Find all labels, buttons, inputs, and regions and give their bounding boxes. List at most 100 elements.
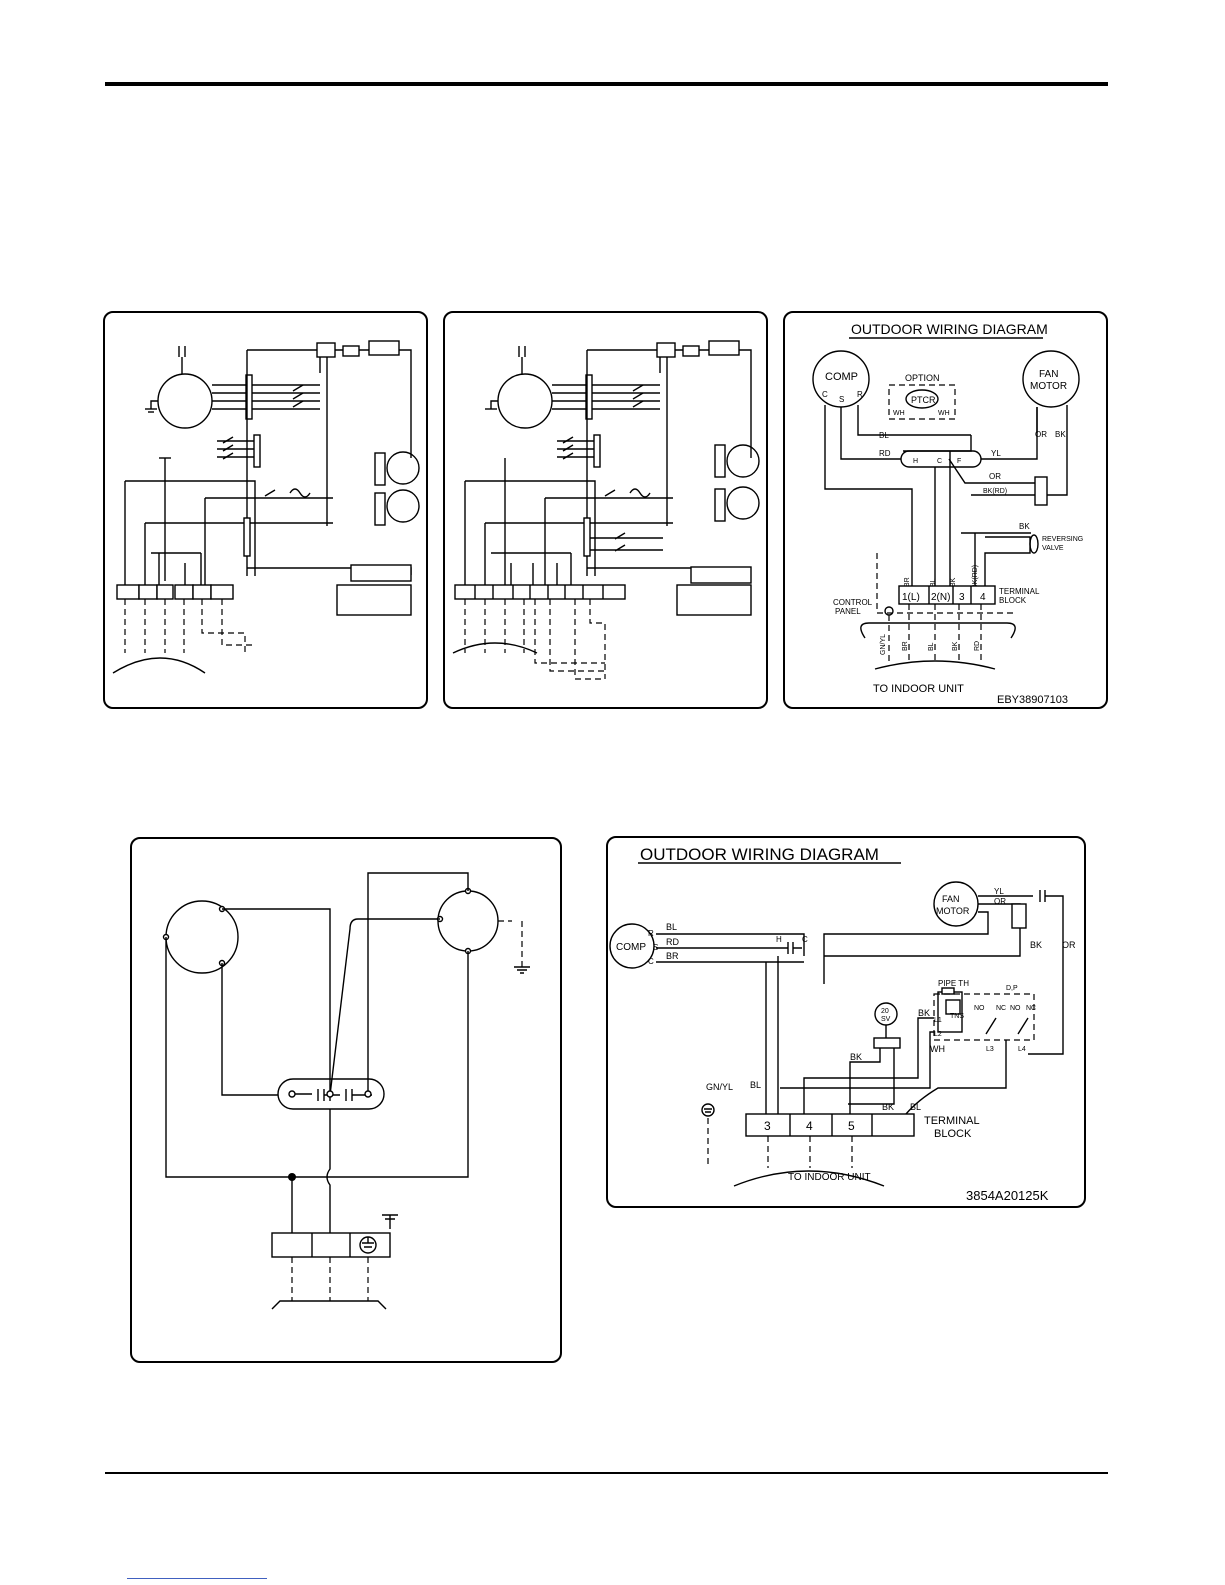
wire-bl-e: BL [666,922,677,932]
wiring-diagram-a [103,311,428,709]
comp-label: COMP [825,371,858,383]
wire-or-2: OR [989,472,1001,481]
wire-bk-e: BK [1030,940,1042,950]
wiring-diagram-b [443,311,768,709]
to-indoor-label-c: TO INDOOR UNIT [873,683,964,695]
cap-c: C [937,458,942,465]
compressor-motor [157,373,213,429]
option-box [888,384,956,420]
diagram-c-title: OUTDOOR WIRING DIAGRAM [851,321,1048,337]
sv-label-2: SV [881,1016,891,1023]
control-panel-1: CONTROL [833,598,873,607]
fan-connector [1034,476,1048,506]
comp-pin-r-e: R [648,929,654,938]
wire-br-e: BR [666,951,679,961]
compressor-circle-d [165,900,239,974]
capacitor-block-d [277,1078,385,1110]
comp-label-e: COMP [616,942,646,953]
wire-bk-e-4: BK [882,1102,894,1112]
wire-or: OR [1035,430,1047,439]
cap-c-e: C [802,935,808,944]
wire-bk-e-2: BK [850,1052,862,1062]
pipe-thermistor [937,991,963,1033]
terminal-block-label-1: TERMINAL [999,587,1040,596]
terminal-block-d [271,1232,391,1258]
l2-label: L2 [934,1031,942,1038]
option-label: OPTION [905,373,940,383]
diagram-c-code: EBY38907103 [997,694,1068,706]
to-indoor-label-e: TO INDOOR UNIT [788,1172,871,1183]
wire-rd: RD [879,449,891,458]
wiring-diagram-e: OUTDOOR WIRING DIAGRAM COMP R S C BL RD … [606,836,1086,1208]
terminal-2: 2(N) [931,592,950,603]
wire-bk-bottom: BK [952,641,959,651]
fan-motor-circle-d [437,890,499,952]
fan-motor-label-e-1: FAN [942,894,960,904]
footer-rule [105,1472,1108,1474]
header-rule [105,82,1108,86]
wiring-diagram-d [130,837,562,1363]
tns-label: TNS [950,1013,964,1020]
l3-label: L3 [986,1046,994,1053]
wiring-schematic-c: OUTDOOR WIRING DIAGRAM COMP C S R FAN MO… [812,321,1083,706]
wire-yl: YL [991,449,1001,458]
ptcr-label: PTCR [911,395,936,405]
sv-connector [873,1037,901,1049]
wire-bl-e-3: BL [750,1080,761,1090]
wire-bl-e-2: BL [910,1102,921,1112]
reversing-valve-coil [1029,534,1039,554]
pipe-th-label: PIPE TH [938,979,969,988]
comp-pin-c: C [822,390,828,399]
wire-gnyl-bottom: GN/YL [880,634,887,655]
wire-bkrd-vert: BK(RD) [972,565,979,589]
contact-nc-2: NC [1026,1005,1036,1012]
fan-motor-label-2: MOTOR [1030,381,1067,392]
terminal-block-label-e-2: BLOCK [934,1128,972,1140]
wire-br-bottom: BR [902,641,909,651]
comp-pin-s: S [839,395,844,404]
wiring-schematic-d [162,872,530,1310]
footer-link-underline [127,1578,267,1579]
rv-label-2: VALVE [1042,545,1064,552]
comp-pin-s-e: S [653,943,658,952]
fan-motor-circle [1022,350,1080,408]
contact-nc-1: NC [996,1005,1006,1012]
terminal-block-label-e-1: TERMINAL [924,1115,980,1127]
wire-wh-e: WH [930,1044,945,1054]
wire-bk-vert: BK [950,577,957,587]
terminal-3-e: 3 [764,1119,771,1133]
contact-no-2: NO [1010,1005,1021,1012]
compressor-motor-b [497,373,553,429]
wire-or-e-2: OR [1062,940,1076,950]
wh-right: WH [938,410,950,417]
terminal-4-e: 4 [806,1119,813,1133]
wiring-schematic-e: OUTDOOR WIRING DIAGRAM COMP R S C BL RD … [609,845,1076,1203]
ground-symbol-c [884,606,894,616]
ground-symbol-e [701,1103,715,1117]
wire-br-vert: BR [904,577,911,587]
rv-label-1: REVERSING [1042,536,1083,543]
cap-f: F [957,458,961,465]
wh-left: WH [893,410,905,417]
dp-switch-box [933,993,1035,1041]
comp-circle-e [609,923,655,969]
wire-rd-e: RD [666,937,679,947]
wire-rd-bottom: RD [974,641,981,651]
fan-motor-label-e-2: MOTOR [936,906,970,916]
l4-label: L4 [1018,1046,1026,1053]
comp-pin-r: R [857,390,863,399]
wire-yl-e: YL [994,887,1004,896]
wire-bl: BL [879,431,889,440]
wire-bk: BK [1055,430,1066,439]
fan-motor-label-1: FAN [1039,369,1058,380]
wire-bl-bottom: BL [928,642,935,651]
terminal-block-label-2: BLOCK [999,596,1027,605]
terminal-block-e [745,1113,915,1137]
terminal-3: 3 [959,592,965,603]
wiring-schematic-a [112,340,420,674]
dp-label: D,P [1006,985,1018,992]
fan-motor-circle-e [933,881,979,927]
wire-bk-rv: BK [1019,522,1030,531]
wire-or-e: OR [994,897,1006,906]
terminal-1: 1(L) [902,592,920,603]
